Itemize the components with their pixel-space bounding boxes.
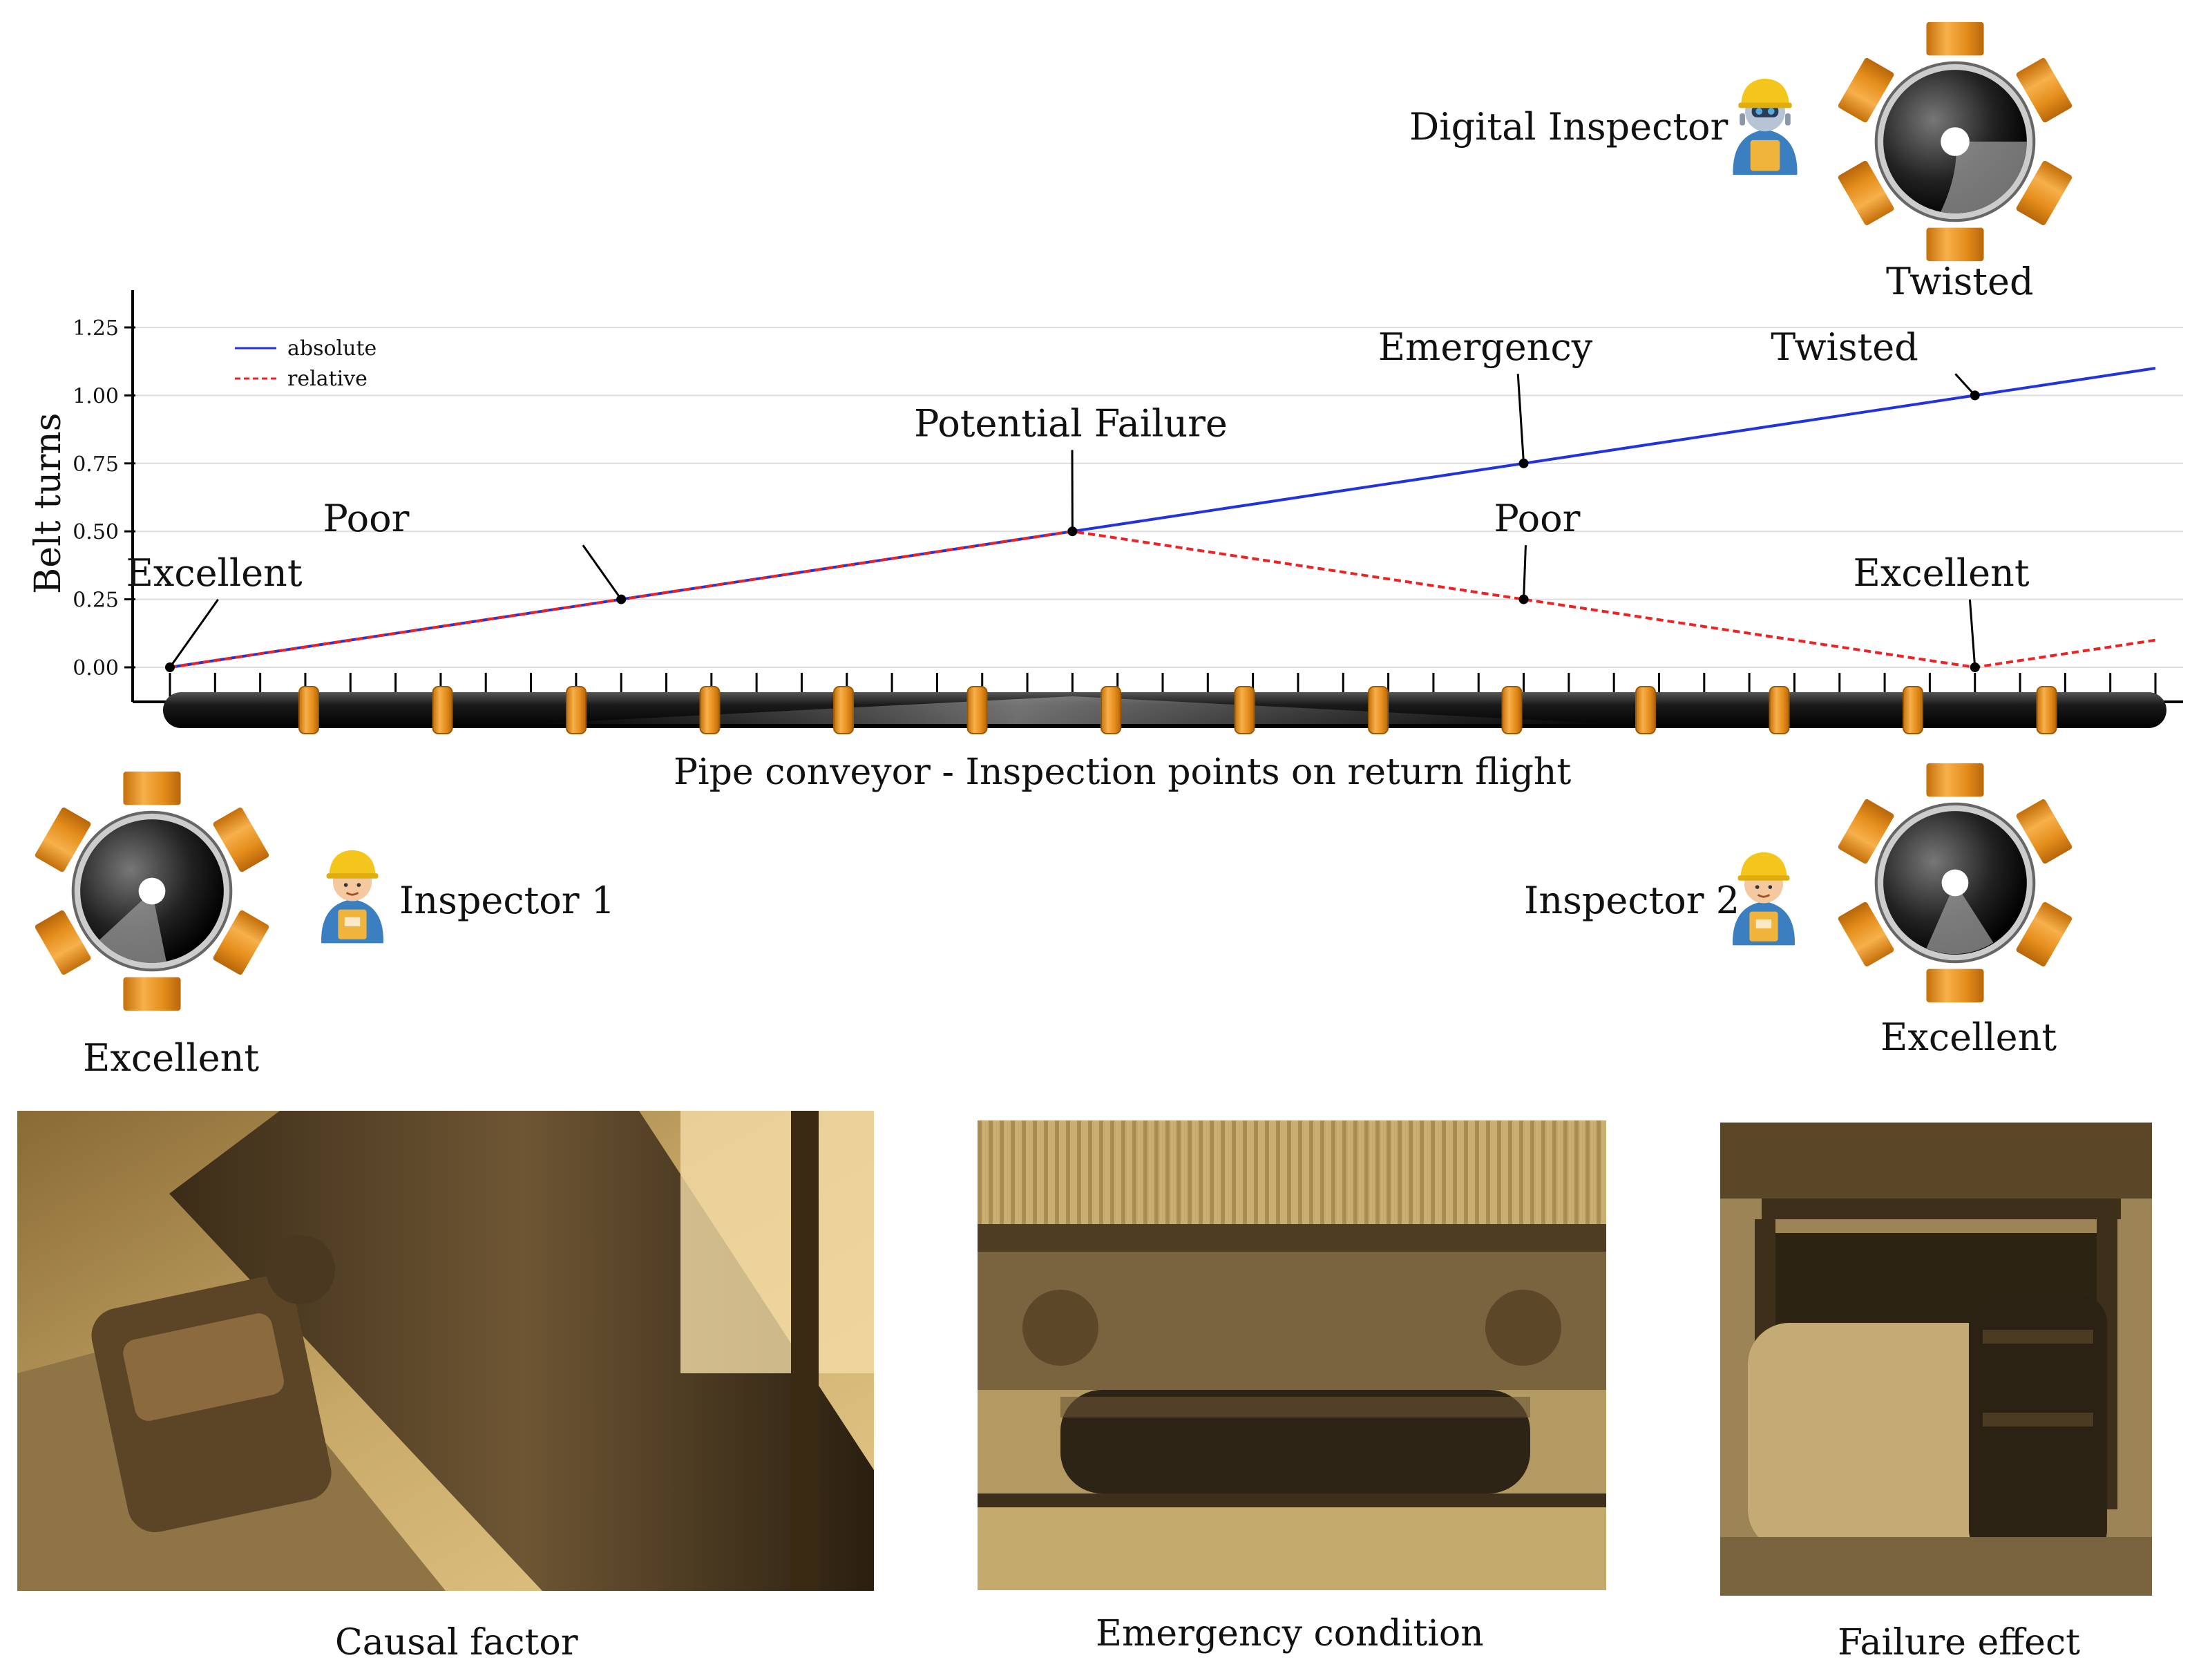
annotation-leader: [169, 599, 219, 668]
y-tick-label: 0.25: [73, 589, 119, 613]
belt-idler-roller: [566, 686, 587, 734]
belt-idler-roller: [298, 686, 319, 734]
y-axis-label: Belt turns: [28, 412, 69, 594]
y-tick-label: 0.50: [73, 520, 119, 544]
annotation-label: Emergency: [1378, 325, 1593, 369]
belt-idler-roller: [1903, 686, 1923, 734]
annotation-label: Potential Failure: [914, 401, 1228, 445]
robot-inspector-icon: [1733, 78, 1798, 175]
annotation-label: Poor: [323, 497, 410, 540]
pipe-cross-section-twisted-icon: [1831, 17, 2079, 266]
photo-causal-factor: [17, 1111, 874, 1591]
y-tick-label: 0.00: [73, 656, 119, 680]
belt-idler-roller: [833, 686, 854, 734]
annotation-label: Poor: [1494, 497, 1581, 540]
y-tick-label: 0.75: [73, 452, 119, 477]
y-tick-label: 1.00: [73, 384, 119, 408]
belt-idler-roller: [1501, 686, 1523, 734]
x-axis-label: Pipe conveyor - Inspection points on ret…: [674, 752, 1572, 793]
belt-twist-highlight: [531, 696, 1614, 724]
annotation-leader: [1954, 373, 1976, 397]
annotation-leader: [1516, 374, 1525, 464]
inspector-1-icon: [320, 849, 385, 944]
y-tick-label: 1.25: [73, 316, 119, 341]
inspector-2-state: Excellent: [1880, 1015, 2057, 1059]
annotation-label: Twisted: [1771, 325, 1918, 369]
photo-emergency-condition: [978, 1120, 1606, 1590]
inspector-2-label: Inspector 2: [1524, 879, 1740, 922]
inspector-2-icon: [1731, 851, 1796, 946]
belt-idler-roller: [1368, 686, 1389, 734]
belt-idler-roller: [432, 686, 453, 734]
caption-emergency-condition: Emergency condition: [1096, 1613, 1484, 1654]
belt-turns-chart: 0.00 0.25 0.50 0.75 1.00 1.25 Excellent Poor Po…: [73, 290, 2183, 734]
annotation-leader: [1523, 545, 1527, 600]
annotation-leader: [1968, 599, 1976, 668]
caption-causal-factor: Causal factor: [335, 1622, 578, 1663]
pipe-cross-section-excellent-icon-right: [1831, 758, 2079, 1007]
pipe-cross-section-excellent-icon-left: [28, 767, 276, 1015]
belt-idler-roller: [1769, 686, 1790, 734]
belt-idler-roller: [1234, 686, 1255, 734]
belt-idler-roller: [966, 686, 988, 734]
inspector-1-state: Excellent: [83, 1036, 260, 1080]
caption-failure-effect: Failure effect: [1838, 1622, 2080, 1663]
series-relative: [169, 530, 2156, 669]
photo-failure-effect: [1720, 1123, 2152, 1596]
digital-inspector-state: Twisted: [1886, 260, 2034, 303]
belt-idler-roller: [1635, 686, 1656, 734]
belt-idler-roller: [699, 686, 721, 734]
annotation-leader: [582, 544, 622, 600]
belt-idler-roller: [1101, 686, 1121, 734]
digital-inspector-label: Digital Inspector: [1409, 105, 1728, 149]
annotation-label: Excellent: [126, 551, 302, 595]
inspector-1-label: Inspector 1: [399, 879, 616, 922]
annotation-label: Excellent: [1853, 551, 2029, 595]
belt-idler-roller: [2036, 686, 2057, 734]
legend-label-relative: relative: [287, 367, 368, 391]
legend-label-absolute: absolute: [287, 336, 377, 361]
